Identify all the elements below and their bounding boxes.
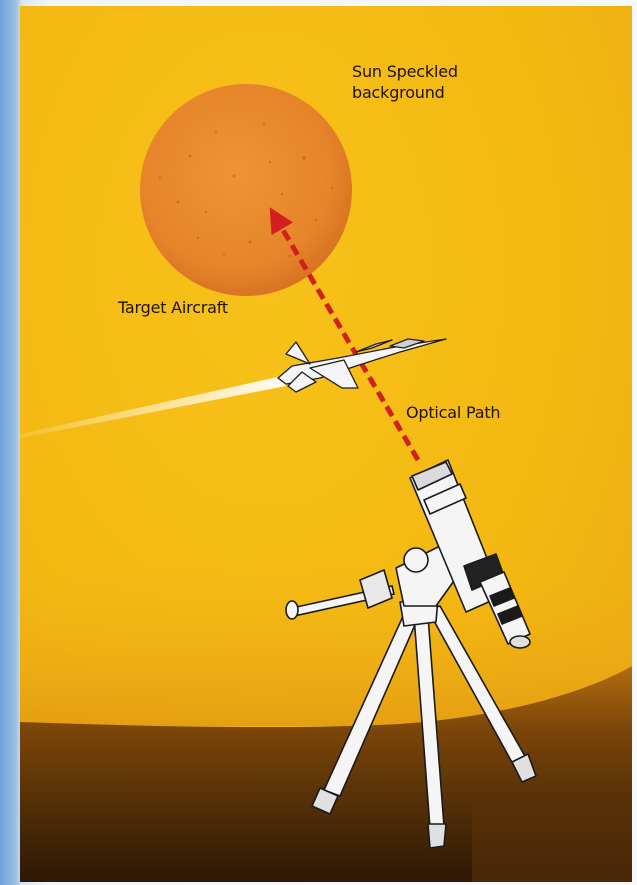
illustration: Sun Speckled background Target Aircraft …	[20, 6, 632, 882]
sun	[140, 84, 352, 296]
optical-path-label: Optical Path	[406, 402, 500, 423]
sun-label-line-2: background	[352, 82, 458, 103]
sun-label-line-1: Sun Speckled	[352, 61, 458, 82]
ground-corner-shade	[472, 796, 632, 882]
sun-label: Sun Speckled background	[352, 61, 458, 103]
target-aircraft-label: Target Aircraft	[118, 297, 228, 318]
